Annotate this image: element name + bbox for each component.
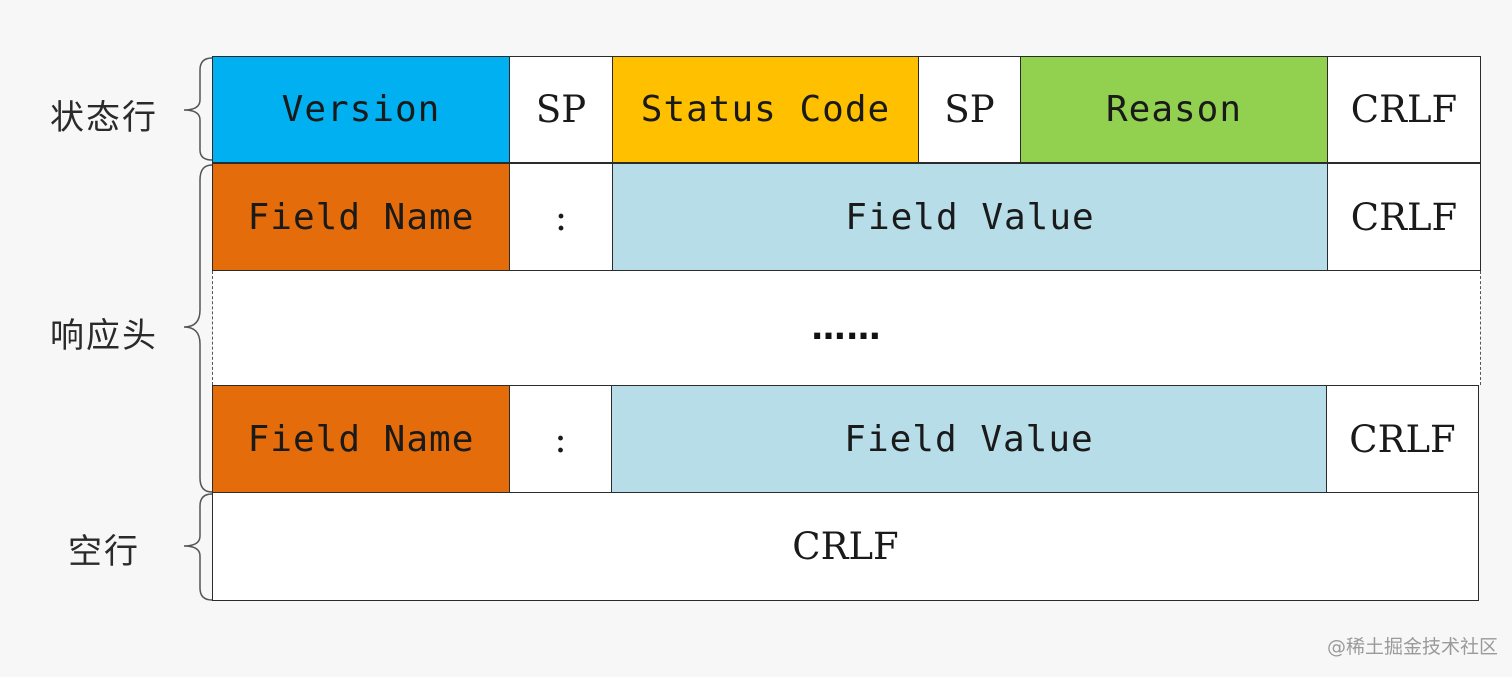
sp-cell-2: SP [918,56,1021,163]
watermark: @稀土掘金技术社区 [1326,636,1498,658]
crlf-cell-status: CRLF [1327,56,1481,163]
blank-line-brace [183,493,213,601]
crlf-cell-header-2: CRLF [1326,385,1479,493]
status-line-label: 状态行 [50,98,158,138]
field-value-cell-1: Field Value [612,163,1328,271]
ellipsis-row: …… [212,271,1481,385]
colon-cell-1: : [509,163,613,271]
crlf-cell-header-1: CRLF [1327,163,1481,271]
blank-line-label: 空行 [68,532,140,572]
field-name-cell-2: Field Name [212,385,510,493]
field-value-cell-2: Field Value [611,385,1327,493]
colon-cell-2: : [509,385,612,493]
sp-cell-1: SP [509,56,613,163]
crlf-cell-blank-line: CRLF [212,492,1479,601]
brace-group [183,57,213,601]
reason-cell: Reason [1020,56,1328,163]
field-name-cell-1: Field Name [212,163,510,271]
response-headers-label: 响应头 [50,316,158,356]
version-cell: Version [212,56,510,163]
response-headers-brace [183,164,213,493]
status-line-brace [183,57,213,161]
status-code-cell: Status Code [612,56,919,163]
